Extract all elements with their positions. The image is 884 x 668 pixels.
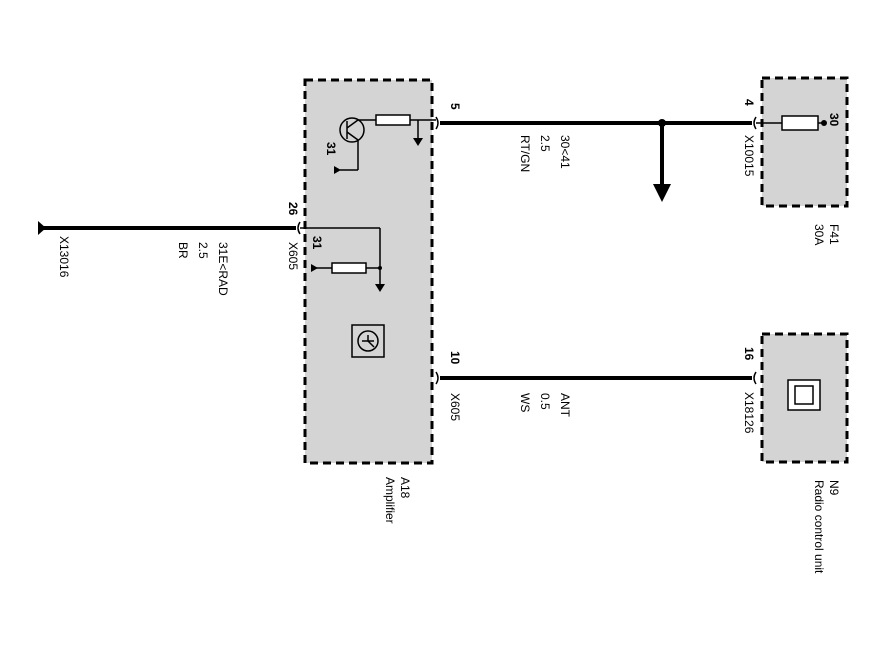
amplifier-box: [303, 78, 434, 465]
pin-16-label: 16: [742, 347, 756, 361]
speaker-icon: [351, 324, 385, 358]
ground-resistor-icon: [300, 227, 385, 292]
fuse-id-label: F41: [827, 224, 841, 245]
pin-26-label: 26: [286, 202, 300, 216]
x13016-label: X13016: [57, 236, 71, 278]
radio-connector-label: X18126: [742, 392, 756, 434]
amp-x605-lower-label: X605: [448, 393, 462, 421]
amp-x605-upper-label: X605: [286, 242, 300, 270]
pin-26-hook: [297, 221, 301, 235]
ground-signal-label: 31E<RAD: [216, 242, 230, 296]
power-color-label: RT/GN: [518, 135, 532, 172]
power-gauge-label: 2.5: [538, 135, 552, 152]
radio-name-label: Radio control unit: [812, 480, 826, 574]
ground-color-label: BR: [176, 242, 190, 259]
radio-id-label: N9: [827, 480, 841, 496]
ground-31-lower-label: 31: [310, 236, 324, 250]
pin-4-hook: [753, 116, 757, 130]
fuse-terminal-label: 30: [827, 113, 841, 127]
pin-4-label: 4: [742, 99, 756, 106]
amplifier-id-label: A18: [398, 477, 412, 499]
x13016-ground-terminal-icon: [38, 221, 46, 235]
antenna-color-label: WS: [518, 393, 532, 412]
ground-gauge-label: 2.5: [196, 242, 210, 259]
power-branch-arrow: [653, 184, 671, 202]
amplifier-name-label: Amplifier: [383, 477, 397, 524]
fuse-rating-label: 30A: [812, 224, 826, 245]
pin-5-label: 5: [448, 103, 462, 110]
pin-10-label: 10: [448, 351, 462, 365]
pin-5-hook: [435, 116, 439, 130]
pin-10-hook: [435, 371, 439, 385]
antenna-signal-label: ANT: [558, 393, 572, 418]
transistor-icon: [334, 114, 436, 174]
fuse-box: [760, 76, 849, 208]
radio-connector-icon: [787, 379, 821, 411]
fuse-icon: [756, 115, 827, 131]
power-signal-label: 30<41: [558, 135, 572, 169]
antenna-gauge-label: 0.5: [538, 393, 552, 410]
fuse-connector-label: X10015: [742, 135, 756, 177]
ground-31-upper-label: 31: [324, 142, 338, 156]
pin-16-hook: [753, 371, 757, 385]
